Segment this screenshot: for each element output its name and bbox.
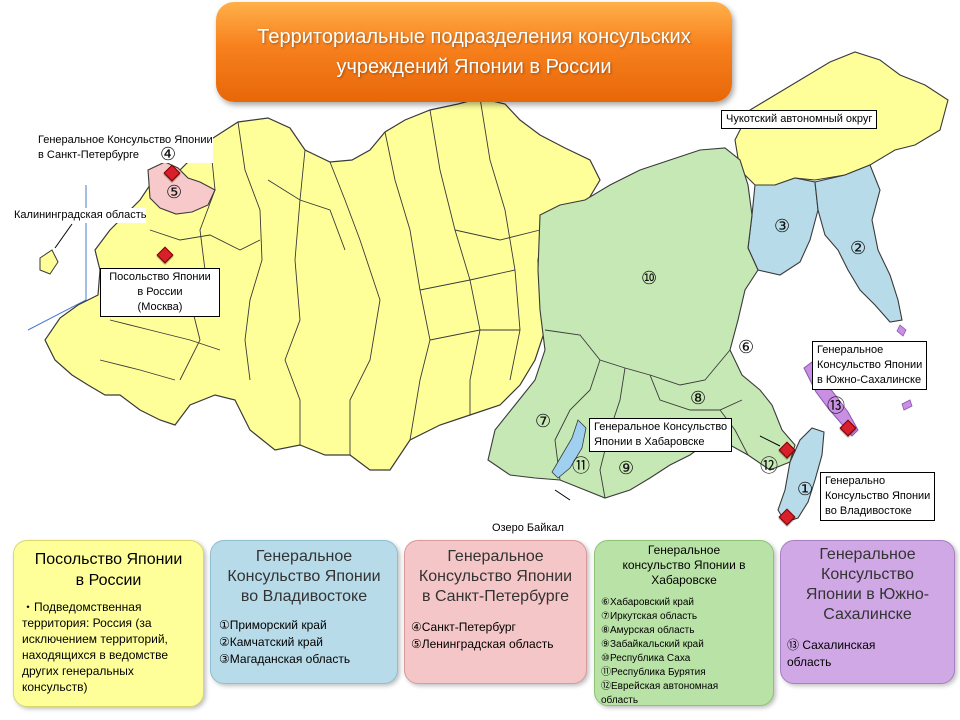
legend-embassy-title: Посольство Японии в России <box>34 551 183 589</box>
legend-embassy-body: ・Подведомственная территория: Россия (за… <box>22 600 169 694</box>
legend-khabarovsk-title: Генеральное консульство Японии в Хабаров… <box>622 543 746 587</box>
legend-khabarovsk-item: ⑪Республика Бурятия <box>601 667 706 678</box>
region-number-2: ② <box>850 238 867 259</box>
internal-borders <box>99 97 541 455</box>
legend-embassy-moscow: Посольство Японии в России ・Подведомстве… <box>13 540 204 707</box>
legend-vladivostok-item: ③Магаданская область <box>219 652 351 666</box>
kaliningrad-frame-line <box>27 185 87 331</box>
legend-vladivostok-item: ①Приморский край <box>219 618 327 632</box>
callout-connectors <box>54 223 781 501</box>
legend-khabarovsk-item: область <box>601 695 639 706</box>
legend-khabarovsk-item: ⑦Иркутская область <box>601 611 698 622</box>
region-number-5: ⑤ <box>166 182 183 203</box>
legend-sakhalin: Генеральное Консульство Японии в Южно- С… <box>780 540 955 684</box>
map-title-box: Территориальные подразделения консульски… <box>216 2 732 102</box>
russia-map <box>27 51 949 523</box>
legend-khabarovsk-item: ⑥Хабаровский край <box>601 597 694 608</box>
region-number-10: ⑩ <box>641 268 658 289</box>
legend-vladivostok-item: ②Камчатский край <box>219 635 323 649</box>
legend-sakhalin-title: Генеральное Консульство Японии в Южно- С… <box>805 546 930 623</box>
region-kaliningrad <box>39 249 59 275</box>
callout-khabarovsk-consulate: Генеральное Консульство Японии в Хабаров… <box>589 418 733 452</box>
callout-kaliningrad: Калининградская область <box>14 208 147 223</box>
legend-spb: Генеральное Консульство Японии в Санкт-П… <box>404 540 587 684</box>
legend-khabarovsk-item: ⑩Республика Саха <box>601 653 691 664</box>
callout-sakhalin-consulate: Генеральное Консульство Японии в Южно-Са… <box>812 341 928 390</box>
callout-spb-consulate: Генеральное Консульство Японии в Санкт-П… <box>38 133 213 163</box>
legend-khabarovsk-item: ⑨Забайкальский край <box>601 639 704 650</box>
legend-vladivostok: Генеральное Консульство Японии во Владив… <box>210 540 398 684</box>
legend-spb-title: Генеральное Консульство Японии в Санкт-П… <box>418 548 573 605</box>
region-kurils <box>896 324 913 411</box>
callout-lake-baikal: Озеро Байкал <box>492 521 564 536</box>
region-number-6: ⑥ <box>738 337 755 358</box>
legend-spb-item: ④Санкт-Петербург <box>411 620 516 634</box>
region-number-1: ① <box>797 479 814 500</box>
region-number-13: ⑬ <box>827 396 845 417</box>
region-number-7: ⑦ <box>535 411 552 432</box>
callout-chukotka: Чукотский автономный округ <box>721 110 878 129</box>
region-number-9: ⑨ <box>618 458 635 479</box>
legend-vladivostok-title: Генеральное Консульство Японии во Владив… <box>227 548 381 605</box>
region-number-3: ③ <box>774 216 791 237</box>
map-title: Территориальные подразделения консульски… <box>257 26 691 78</box>
region-number-4: ④ <box>160 144 177 165</box>
legend-khabarovsk-item: ⑫Еврейская автономная <box>601 681 719 692</box>
region-number-8: ⑧ <box>690 388 707 409</box>
legend-khabarovsk: Генеральное консульство Японии в Хабаров… <box>594 540 774 706</box>
lake-baikal <box>551 419 587 479</box>
callout-vladivostok-consulate: Генерально Консульство Японии во Владиво… <box>820 472 936 521</box>
region-primorsky <box>777 427 825 523</box>
legend-sakhalin-item: ⑬ Сахалинская область <box>787 638 876 669</box>
region-number-11: ⑪ <box>572 456 590 477</box>
region-kamchatka <box>814 164 903 323</box>
callout-moscow-embassy: Посольство Японии в России (Москва) <box>100 268 220 317</box>
khabarovsk-internal-borders <box>544 329 749 499</box>
legend-khabarovsk-item: ⑧Амурская область <box>601 625 695 636</box>
region-number-12: ⑫ <box>760 456 778 477</box>
legend-spb-item: ⑤Ленинградская область <box>411 637 554 651</box>
